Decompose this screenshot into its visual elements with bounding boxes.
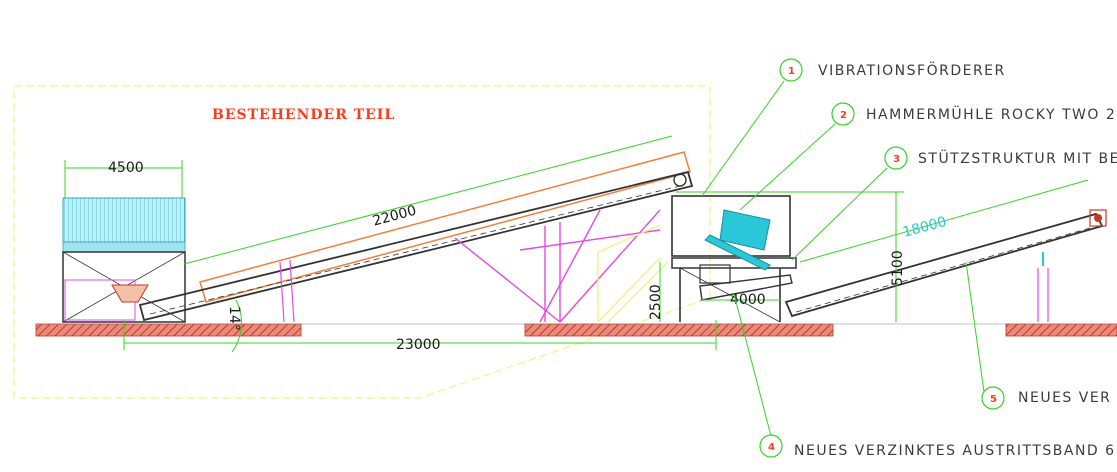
section-title: BESTEHENDER TEIL <box>212 107 395 123</box>
callout-5: 5 NEUES VER <box>981 386 1111 410</box>
feed-hopper <box>62 197 186 323</box>
callout-leaders <box>701 80 985 437</box>
callout-number: 5 <box>990 394 997 405</box>
existing-part-outline <box>13 85 711 399</box>
callout-number: 4 <box>768 442 775 453</box>
structure-height-label: 5100 <box>890 250 906 286</box>
callout-label: NEUES VERZINKTES AUSTRITTSBAND 6 <box>794 443 1116 459</box>
callout-4: 4 NEUES VERZINKTES AUSTRITTSBAND 6 <box>759 434 1116 459</box>
callout-label: VIBRATIONSFÖRDERER <box>818 61 1006 79</box>
callout-number: 2 <box>840 110 847 121</box>
ground-foundations <box>35 323 1117 337</box>
discharge-length-label: 4000 <box>730 292 766 308</box>
callout-2: 2 HAMMERMÜHLE ROCKY TWO 2M <box>831 102 1117 126</box>
callout-1: 1 VIBRATIONSFÖRDERER <box>779 58 1006 82</box>
outfeed-length-label: 18000 <box>901 214 948 241</box>
crusher-structure <box>671 195 797 323</box>
callout-3: 3 STÜTZSTRUKTUR MIT BE <box>884 146 1117 170</box>
hopper-width-label: 4500 <box>108 160 144 176</box>
platform-height-label: 2500 <box>648 284 664 320</box>
overall-length-label: 23000 <box>396 337 441 353</box>
main-conveyor <box>138 151 694 323</box>
callout-number: 3 <box>893 154 900 165</box>
outfeed-conveyor <box>784 209 1107 322</box>
callout-label: STÜTZSTRUKTUR MIT BE <box>918 149 1117 167</box>
dimension-lines <box>64 135 1089 353</box>
callout-label: HAMMERMÜHLE ROCKY TWO 2M <box>866 105 1117 123</box>
callout-number: 1 <box>788 66 795 77</box>
callout-label: NEUES VER <box>1018 390 1111 406</box>
conveyor-angle-label: 14° <box>226 306 242 331</box>
support-truss <box>454 209 661 323</box>
access-stairs <box>597 224 669 323</box>
